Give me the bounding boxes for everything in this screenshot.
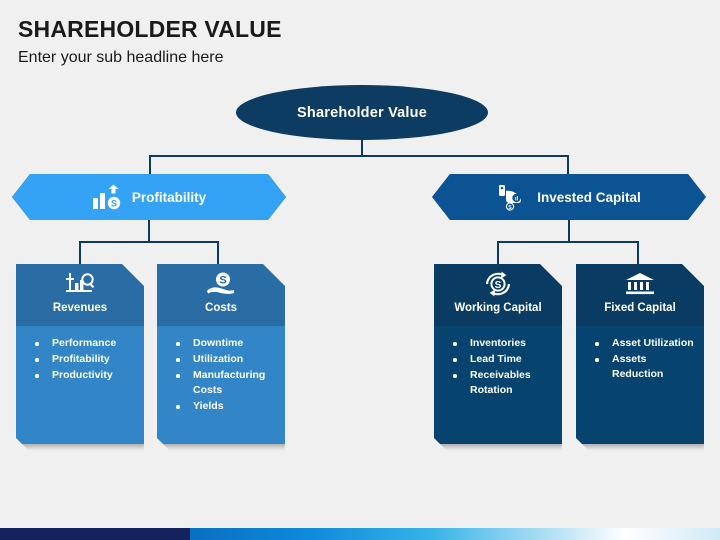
- connector-capital-stem: [568, 219, 570, 241]
- list-item: Inventories: [442, 336, 556, 351]
- connector-profitability-bus: [79, 241, 218, 243]
- dollar-refresh-cycle-icon: S: [483, 271, 513, 297]
- card-header: S Working Capital: [434, 264, 562, 326]
- card-working-capital[interactable]: S Working Capital Inventories Lead Time …: [434, 264, 562, 460]
- card-header: Fixed Capital: [576, 264, 704, 326]
- list-item: Assets Reduction: [584, 352, 698, 382]
- svg-text:S: S: [111, 199, 117, 209]
- card-bullet-list: Asset Utilization Assets Reduction: [584, 336, 698, 382]
- card-body: Performance Profitability Productivity: [16, 326, 144, 444]
- card-bullet-list: Performance Profitability Productivity: [24, 336, 138, 383]
- footer-gradient-segment: [190, 528, 720, 540]
- root-node-shareholder-value[interactable]: Shareholder Value: [236, 85, 488, 140]
- hand-coin-icon: ıl S: [497, 183, 527, 211]
- card-header: Revenues: [16, 264, 144, 326]
- chart-magnifier-icon: [63, 271, 97, 297]
- list-item: Lead Time: [442, 352, 556, 367]
- branch-banner-invested-capital[interactable]: ıl S Invested Capital: [432, 174, 706, 220]
- card-title: Working Capital: [454, 302, 542, 314]
- connector-root-stem: [361, 139, 363, 156]
- card-revenues[interactable]: Revenues Performance Profitability Produ…: [16, 264, 144, 460]
- connector-to-invested-capital: [567, 155, 569, 177]
- branch-label-invested-capital: Invested Capital: [537, 189, 641, 205]
- card-bullet-list: Downtime Utilization Manufacturing Costs…: [165, 336, 279, 414]
- footer-accent-bar: [0, 528, 720, 540]
- svg-text:S: S: [495, 280, 502, 291]
- card-body: Asset Utilization Assets Reduction: [576, 326, 704, 444]
- banner-fill: [12, 174, 286, 220]
- list-item: Yields: [165, 399, 279, 414]
- card-title: Costs: [205, 302, 237, 314]
- connector-to-costs: [217, 241, 219, 265]
- card-title: Fixed Capital: [604, 302, 676, 314]
- list-item: Downtime: [165, 336, 279, 351]
- list-item: Performance: [24, 336, 138, 351]
- card-fixed-capital[interactable]: Fixed Capital Asset Utilization Assets R…: [576, 264, 704, 460]
- card-title: Revenues: [52, 302, 108, 314]
- card-bullet-list: Inventories Lead Time Receivables Rotati…: [442, 336, 556, 398]
- list-item: Manufacturing Costs: [165, 368, 279, 398]
- list-item: Profitability: [24, 352, 138, 367]
- svg-text:ıl: ıl: [515, 197, 519, 203]
- banner-fill: [432, 174, 706, 220]
- connector-to-fixed-capital: [637, 241, 639, 265]
- connector-capital-bus: [497, 241, 637, 243]
- list-item: Utilization: [165, 352, 279, 367]
- footer-navy-segment: [0, 528, 190, 540]
- connector-to-profitability: [149, 155, 151, 177]
- hand-dollar-coin-icon: S: [204, 271, 238, 297]
- list-item: Asset Utilization: [584, 336, 698, 351]
- growth-bar-chart-dollar-icon: S: [92, 183, 122, 211]
- svg-text:S: S: [509, 205, 513, 211]
- page-title: SHAREHOLDER VALUE: [18, 16, 282, 42]
- branch-banner-profitability[interactable]: S Profitability: [12, 174, 286, 220]
- bank-building-icon: [624, 271, 656, 297]
- connector-to-revenues: [79, 241, 81, 265]
- connector-profitability-stem: [148, 219, 150, 241]
- card-body: Inventories Lead Time Receivables Rotati…: [434, 326, 562, 444]
- list-item: Receivables Rotation: [442, 368, 556, 398]
- list-item: Productivity: [24, 368, 138, 383]
- card-header: S Costs: [157, 264, 285, 326]
- page-subtitle: Enter your sub headline here: [18, 49, 224, 66]
- root-node-label: Shareholder Value: [297, 104, 427, 121]
- card-body: Downtime Utilization Manufacturing Costs…: [157, 326, 285, 444]
- connector-to-working-capital: [497, 241, 499, 265]
- branch-label-profitability: Profitability: [131, 189, 207, 205]
- card-costs[interactable]: S Costs Downtime Utilization Manufacturi…: [157, 264, 285, 460]
- connector-level1-bus: [149, 155, 569, 157]
- svg-text:S: S: [219, 274, 226, 286]
